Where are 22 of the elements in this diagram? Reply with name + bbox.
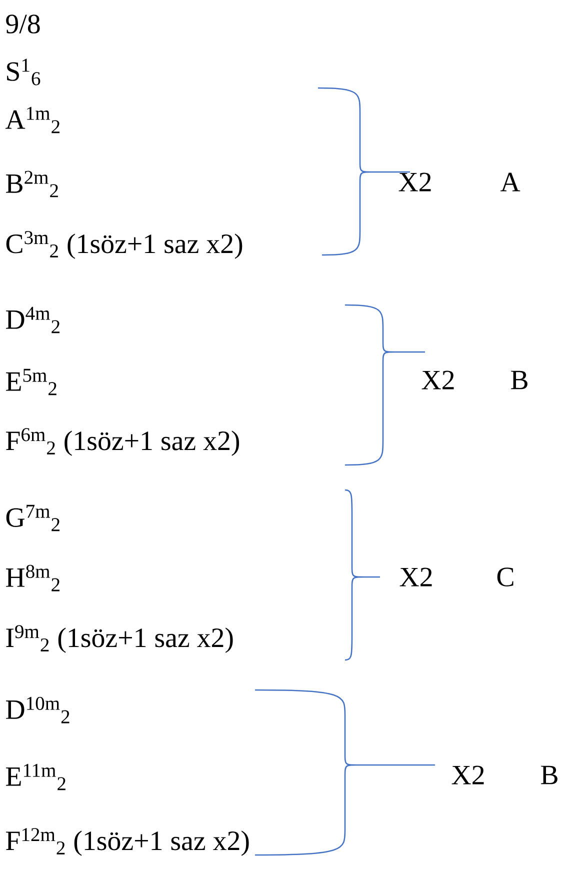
- repeat-mark: X2: [422, 370, 454, 390]
- section-line: C$^{3m}$$_{2}$ (1söz+1 saz x2): [6, 231, 242, 259]
- repeat-mark: X2: [398, 172, 431, 192]
- section-line: E$^{5m}$2: [6, 368, 56, 396]
- section-line: S$^{1}$6: [7, 58, 40, 86]
- section-line: F$^{12m}$$_{2}$ (1söz+1 saz x2): [6, 828, 249, 856]
- repeat-mark: X2: [400, 568, 432, 586]
- section-letter: A: [500, 172, 520, 192]
- section-line: D$^{10m}$2: [6, 696, 70, 724]
- section-line: D$^{4m}$2: [6, 306, 60, 334]
- repeat-mark: X2: [452, 766, 484, 784]
- section-line: I$^{9m}$$_{2}$ (1söz+1 saz x2): [6, 625, 233, 653]
- section-line: F$^{6m}$$_{2}$ (1söz+1 saz x2): [6, 428, 240, 456]
- section-letter: B: [511, 370, 528, 390]
- section-letter: C: [497, 568, 514, 586]
- section-letter: B: [541, 766, 558, 784]
- section-line: B$^{2m}$2: [6, 170, 58, 198]
- section-line: A$^{1m}$2: [5, 106, 60, 134]
- meter-text: 9/8: [6, 14, 40, 34]
- section-line: G$^{7m}$2: [6, 504, 60, 532]
- section-line: H$^{8m}$2: [6, 564, 60, 592]
- section-line: E$^{11m}$2: [6, 764, 66, 790]
